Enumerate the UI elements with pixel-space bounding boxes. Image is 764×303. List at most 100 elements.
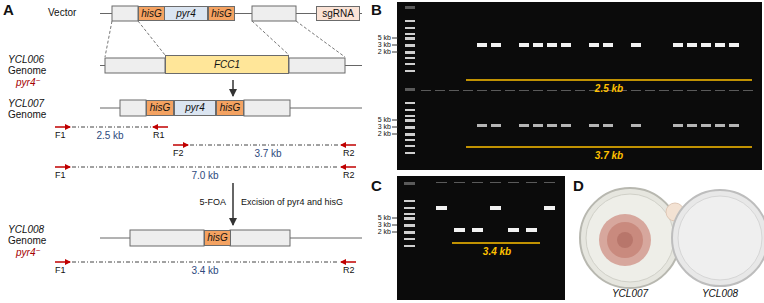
gel-image [405,27,415,29]
gel-image [673,124,683,127]
product-size: 2.5 kb [96,131,123,141]
gel-image [508,228,519,232]
gene-segment: hisG [146,100,174,116]
vector-row [100,6,362,21]
gel-image [533,43,543,47]
segment-name: hisG [150,103,171,113]
step-arrow [233,183,234,225]
segment-name: hisG [220,103,241,113]
gel-image [405,57,415,59]
petri-dish [672,190,764,286]
gel-image [533,124,543,127]
segment-name: hisG [141,9,162,19]
gel-image [405,152,415,154]
gel-image [715,43,725,47]
gel-image [544,206,555,210]
row-label: Genome [8,236,46,246]
gel-image [452,242,540,244]
product-size: 7.0 kb [191,171,218,181]
gel-image [687,124,697,127]
gel-image [526,228,537,232]
gel-image [404,182,415,185]
petri-dish [580,188,684,288]
gel-image [405,126,415,129]
primer-name: R1 [153,131,165,140]
ycl006-row [105,58,165,73]
segment-name: pyr4 [185,103,204,113]
strain-name: YCL008 [702,289,738,299]
gene-segment: hisG [208,6,235,21]
primer-arrows [72,262,339,263]
gel-image [405,63,415,65]
petri-dish [617,232,633,248]
marker-ticks [392,127,398,128]
ladder-size: 2 kb [378,228,391,235]
segment-name: pyr4 [176,9,195,19]
gel-image [405,20,415,22]
gel-image [397,176,565,300]
petri-dish [599,214,651,266]
primer-arrows [55,126,70,128]
primer-arrows [55,261,70,263]
primer-name: F2 [173,149,184,158]
gel-image [404,245,415,247]
gel-image [436,206,447,210]
primer-arrows [190,145,339,146]
gene-segment: hisG [216,100,244,116]
panel-letter: C [371,178,382,193]
primer-arrows [341,166,356,168]
panel-letter: B [371,2,382,17]
gel-image [421,88,753,91]
primer-name: F1 [55,171,66,180]
segment-name: sgRNA [322,9,354,19]
gel-image [477,124,739,127]
ladder-size: 3 kb [378,41,391,48]
gel-image [673,43,683,47]
product-size: 3.7 kb [254,149,281,159]
marker-segment: pyr4 [164,6,208,21]
marker-ticks [392,120,398,121]
strain-name: YCL007 [612,289,648,299]
vector-row [112,6,138,21]
gel-image [404,213,415,215]
ycl008-row [230,230,290,246]
petri-dish [607,222,643,258]
segment-name: hisG [207,233,228,243]
gel-image [405,145,415,147]
homology-dashes [105,21,345,57]
strain-name: YCL007 [8,99,44,109]
band-size: 3.7 kb [595,151,623,161]
gel-image [405,37,415,40]
gel-image [561,124,571,127]
gel-image [405,139,415,141]
row-label: Genome [8,66,46,76]
ladder-size: 2 kb [378,130,391,137]
gel-image [404,231,415,234]
genotype-label: pyr4⁻ [16,78,41,88]
marker-ticks [392,134,398,135]
genotype-label: pyr4⁻ [16,248,41,258]
row-label: Genome [8,110,46,120]
gel-image [404,224,415,227]
gel-image [405,133,415,136]
gel-image [491,124,501,127]
panel-letter: D [573,178,584,193]
gel-image [405,115,415,117]
ycl008-row [100,230,362,246]
gel-image [404,238,415,240]
treatment-label: 5-FOA [199,198,226,207]
primer-arrows [341,144,356,146]
gel-image [405,51,415,54]
primer-arrows [72,167,339,168]
gene-segment: hisG [204,230,231,246]
gel-image [405,20,415,154]
gel-image [490,206,501,210]
homology-dashes [296,21,345,57]
gel-image [701,43,711,47]
gel-image [589,124,599,127]
gel-image [519,124,529,127]
primer-arrows [173,144,188,146]
gel-image [466,146,752,148]
ladder-size: 2 kb [378,48,391,55]
ladder-size: 3 kb [378,221,391,228]
